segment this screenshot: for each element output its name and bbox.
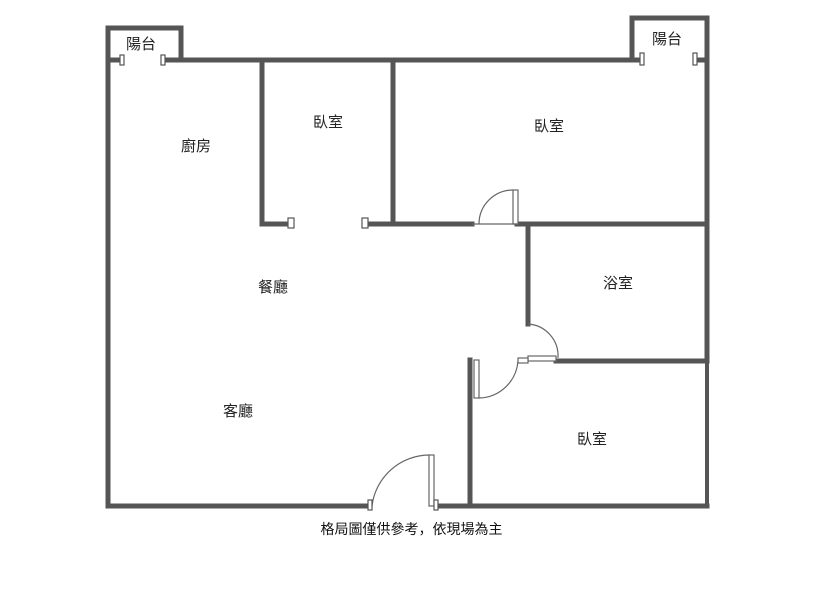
door-entrance (367, 454, 439, 511)
outer-walls (105, 15, 710, 509)
door-main-bedroom (472, 189, 519, 225)
disclaimer-caption: 格局圖僅供參考，依現場為主 (320, 522, 503, 538)
label-kitchen: 廚房 (181, 137, 211, 155)
label-balcony-left: 陽台 (126, 35, 156, 53)
label-balcony-right: 陽台 (652, 30, 682, 48)
label-bedroom-main: 臥室 (534, 117, 564, 135)
label-bathroom: 浴室 (603, 274, 633, 292)
label-bedroom-small: 臥室 (313, 113, 343, 131)
interior-walls (259, 57, 710, 509)
door-bathroom (527, 323, 559, 362)
jambs (119, 52, 698, 229)
door-lower-bedroom (473, 357, 529, 399)
label-dining: 餐廳 (258, 278, 288, 296)
label-bedroom-lower: 臥室 (577, 430, 607, 448)
label-living: 客廳 (223, 402, 253, 420)
